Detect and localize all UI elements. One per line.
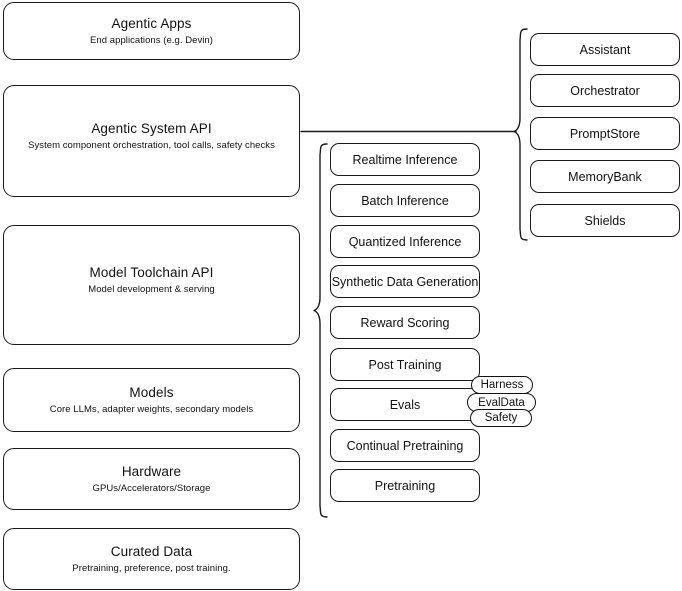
toolchain-item-reward-scoring[interactable]: Reward Scoring [330,306,480,339]
toolchain-item-pretraining[interactable]: Pretraining [330,469,480,502]
toolchain-item-post-training[interactable]: Post Training [330,348,480,381]
layer-agentic-system-api[interactable]: Agentic System API System component orch… [3,85,300,197]
layer-subtitle: End applications (e.g. Devin) [90,35,213,46]
evals-badge-label: EvalData [478,396,525,409]
toolchain-item-label: Synthetic Data Generation [331,274,479,289]
toolchain-item-label: Quantized Inference [348,234,462,249]
toolchain-item-label: Realtime Inference [352,152,458,167]
system-item-promptstore[interactable]: PromptStore [530,117,680,150]
toolchain-item-label: Reward Scoring [360,315,450,330]
layer-subtitle: Model development & serving [88,284,215,295]
layer-title: Model Toolchain API [89,265,214,280]
toolchain-item-realtime-inference[interactable]: Realtime Inference [330,143,480,176]
system-item-label: MemoryBank [568,169,642,184]
layer-subtitle: System component orchestration, tool cal… [28,140,275,151]
toolchain-item-batch-inference[interactable]: Batch Inference [330,184,480,217]
layer-models[interactable]: Models Core LLMs, adapter weights, secon… [3,368,300,432]
system-items-brace [513,28,528,241]
layer-curated-data[interactable]: Curated Data Pretraining, preference, po… [3,528,300,590]
layer-model-toolchain-api[interactable]: Model Toolchain API Model development & … [3,225,300,345]
toolchain-item-quantized-inference[interactable]: Quantized Inference [330,225,480,258]
system-item-assistant[interactable]: Assistant [530,33,680,66]
system-item-label: Assistant [579,42,631,57]
toolchain-item-label: Continual Pretraining [346,438,464,453]
toolchain-item-label: Batch Inference [361,193,449,208]
toolchain-item-label: Post Training [368,357,442,372]
layer-subtitle: Pretraining, preference, post training. [72,563,231,574]
toolchain-item-continual-pretraining[interactable]: Continual Pretraining [330,429,480,462]
evals-badge-label: Harness [480,379,524,391]
toolchain-item-evals[interactable]: Evals [330,388,480,421]
system-item-label: Orchestrator [570,83,640,98]
system-item-label: PromptStore [569,126,641,141]
toolchain-item-label: Pretraining [374,478,436,493]
evals-badge-safety[interactable]: Safety [470,409,532,427]
system-item-orchestrator[interactable]: Orchestrator [530,74,680,107]
layer-title: Agentic System API [91,121,212,136]
system-item-memorybank[interactable]: MemoryBank [530,160,680,193]
system-item-label: Shields [584,213,626,228]
system-item-shields[interactable]: Shields [530,204,680,237]
layer-title: Curated Data [110,544,193,559]
toolchain-items-brace [313,143,328,518]
layer-title: Hardware [121,464,182,479]
evals-badge-label: Safety [484,412,518,424]
toolchain-item-label: Evals [389,397,421,412]
layer-subtitle: Core LLMs, adapter weights, secondary mo… [49,404,254,415]
layer-subtitle: GPUs/Accelerators/Storage [92,483,211,494]
layer-agentic-apps[interactable]: Agentic Apps End applications (e.g. Devi… [3,2,300,60]
evals-badge-harness[interactable]: Harness [471,376,533,394]
toolchain-item-synthetic-data-generation[interactable]: Synthetic Data Generation [330,265,480,298]
layer-title: Agentic Apps [111,16,192,31]
layer-hardware[interactable]: Hardware GPUs/Accelerators/Storage [3,448,300,510]
layer-title: Models [129,385,174,400]
